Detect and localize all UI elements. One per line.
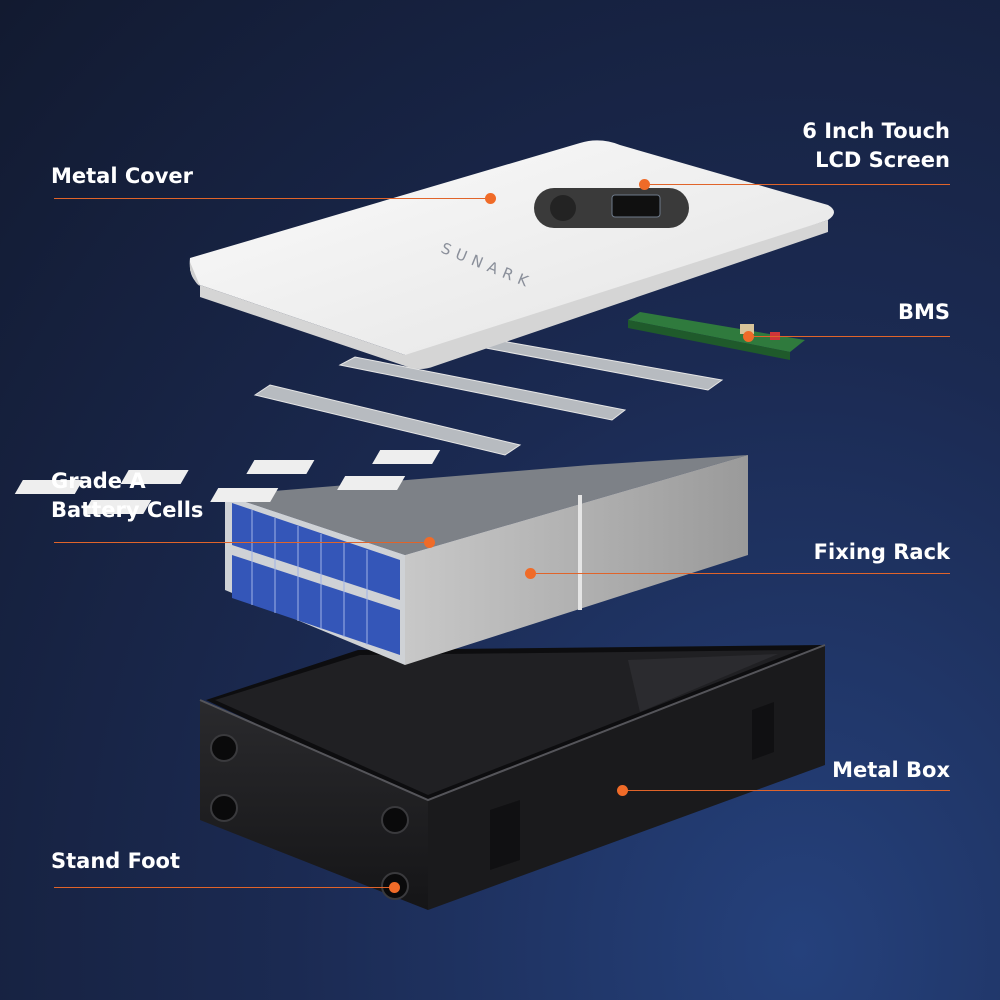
leader-fixing-rack (530, 573, 950, 575)
lcd-screen-shape (534, 188, 689, 228)
leader-metal-cover (54, 198, 490, 200)
callout-metal-cover: Metal Cover (51, 164, 193, 188)
callout-lcd-screen: 6 Inch Touch LCD Screen (802, 119, 950, 172)
callout-metal-box: Metal Box (832, 758, 950, 782)
callout-bms: BMS (897, 300, 950, 324)
leader-bms (748, 336, 950, 338)
stand-foot-shape (210, 734, 409, 900)
dot-lcd-screen (639, 179, 650, 190)
leader-metal-box (622, 790, 950, 792)
dot-stand-foot (389, 882, 400, 893)
dot-metal-cover (485, 193, 496, 204)
metal-box-shape (199, 644, 826, 910)
battery-module-shape (14, 450, 748, 665)
callout-stand-foot: Stand Foot (51, 849, 181, 873)
dot-fixing-rack (525, 568, 536, 579)
dot-metal-box (617, 785, 628, 796)
fixing-rack-bars (253, 337, 724, 456)
callout-battery-cells: Grade A Battery Cells (51, 469, 204, 522)
leader-stand-foot (54, 887, 394, 889)
dot-bms (743, 331, 754, 342)
dot-battery-cells (424, 537, 435, 548)
leader-battery-cells (54, 542, 429, 544)
leader-lcd-screen (644, 184, 950, 186)
callout-fixing-rack: Fixing Rack (813, 540, 950, 564)
